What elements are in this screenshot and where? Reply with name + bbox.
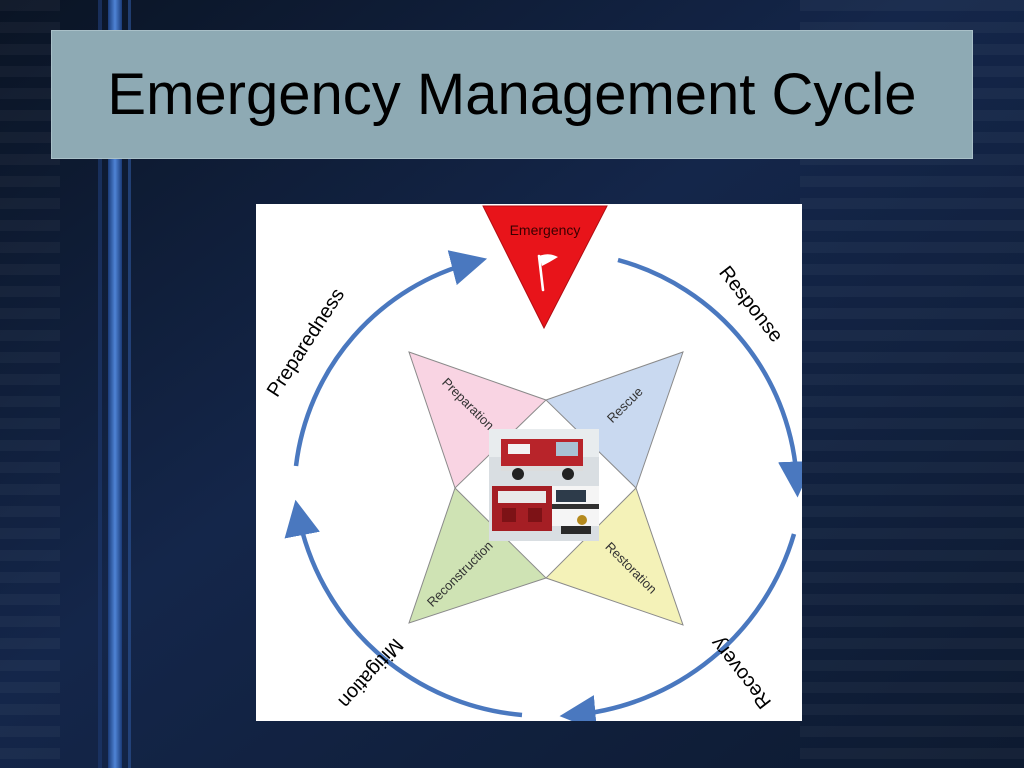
cycle-diagram-svg: Emergency xyxy=(263,205,802,721)
preparedness-label: Preparedness xyxy=(263,285,349,401)
response-label: Response xyxy=(714,262,787,347)
title-box: Emergency Management Cycle xyxy=(51,30,973,159)
arrow-preparedness xyxy=(293,250,488,467)
arrow-recovery xyxy=(559,533,797,721)
arrow-response xyxy=(617,257,802,498)
slide-title: Emergency Management Cycle xyxy=(107,62,917,127)
arrow-mitigation xyxy=(284,499,523,718)
emergency-label: Emergency xyxy=(510,222,581,238)
recovery-label: Recovery xyxy=(707,633,776,713)
cycle-diagram: Emergency xyxy=(256,204,802,721)
emergency-triangle xyxy=(482,205,608,330)
flag-icon xyxy=(537,254,558,292)
emergency-vehicles-photo xyxy=(489,429,599,541)
